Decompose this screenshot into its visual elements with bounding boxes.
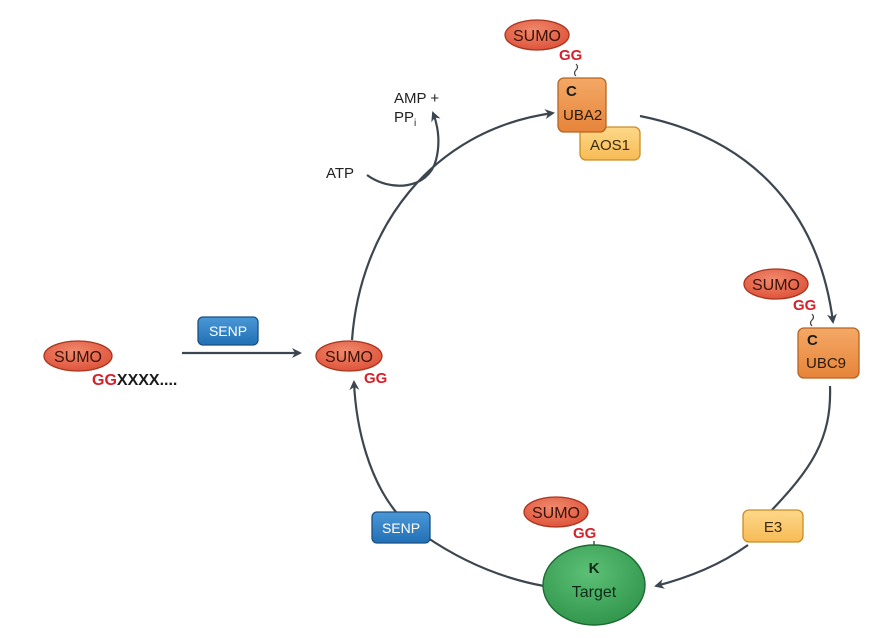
cysteine-label: C bbox=[566, 83, 577, 100]
sumo-label: SUMO bbox=[752, 277, 800, 294]
aos1-label: AOS1 bbox=[590, 137, 630, 154]
precursor-sequence: GGXXXX.... bbox=[92, 372, 177, 389]
sumo-ellipse bbox=[315, 340, 383, 372]
uba2-label: UBA2 bbox=[563, 107, 602, 124]
senp-deconjugation: SENP bbox=[371, 511, 431, 544]
gg-motif: GG bbox=[573, 525, 596, 542]
sumo-uba2: SUMO GG bbox=[504, 19, 582, 77]
ppi-subscript: i bbox=[414, 118, 416, 129]
arrow-target-to-senp bbox=[424, 535, 545, 588]
lysine-label: K bbox=[589, 560, 600, 577]
atp-label: ATP bbox=[326, 165, 354, 182]
target-label: Target bbox=[572, 584, 617, 601]
e3-label: E3 bbox=[764, 519, 782, 536]
sumo-label: SUMO bbox=[532, 505, 580, 522]
sumo-mature: SUMO GG bbox=[315, 340, 387, 387]
sumo-target: SUMO GG bbox=[523, 496, 596, 554]
uba2-enzyme: C UBA2 bbox=[557, 77, 607, 133]
aos1-subunit: AOS1 bbox=[579, 126, 641, 161]
sumo-label: SUMO bbox=[513, 28, 561, 45]
thioester-bond bbox=[809, 313, 815, 327]
amp-label: AMP + bbox=[394, 90, 439, 107]
gg-motif: GG bbox=[92, 372, 117, 389]
ubc9-label: UBC9 bbox=[806, 355, 846, 372]
arrow-e3-to-target bbox=[654, 544, 749, 589]
sumo-ellipse bbox=[504, 19, 570, 51]
sumo-ellipse bbox=[743, 268, 809, 300]
senp-processing: SENP bbox=[197, 316, 259, 346]
gg-motif: GG bbox=[559, 47, 582, 64]
sumo-ellipse bbox=[43, 340, 113, 372]
arrow-atp-to-amp bbox=[366, 111, 441, 187]
sumo-label: SUMO bbox=[54, 349, 102, 366]
precursor-tail: XXXX.... bbox=[117, 372, 177, 389]
ubc9-enzyme: C UBC9 bbox=[797, 327, 860, 379]
gg-motif: GG bbox=[364, 370, 387, 387]
arrow-to-uba2 bbox=[350, 109, 555, 341]
sumo-precursor: SUMO GGXXXX.... bbox=[43, 340, 177, 389]
thioester-bond bbox=[573, 63, 579, 77]
ppi-label: PPi bbox=[394, 109, 416, 129]
gg-motif: GG bbox=[793, 297, 816, 314]
cysteine-label: C bbox=[807, 332, 818, 349]
sumo-label: SUMO bbox=[325, 349, 373, 366]
senp-label: SENP bbox=[382, 520, 420, 536]
senp-label: SENP bbox=[209, 323, 247, 339]
arrow-ubc9-to-e3 bbox=[769, 385, 832, 513]
e3-ligase: E3 bbox=[742, 509, 804, 543]
sumo-ubc9: SUMO GG bbox=[743, 268, 816, 327]
sumo-ellipse bbox=[523, 496, 589, 528]
arrow-uba2-to-ubc9 bbox=[639, 114, 837, 324]
target-protein: K Target bbox=[542, 544, 646, 626]
arrow-senp-to-sumo bbox=[349, 380, 397, 513]
